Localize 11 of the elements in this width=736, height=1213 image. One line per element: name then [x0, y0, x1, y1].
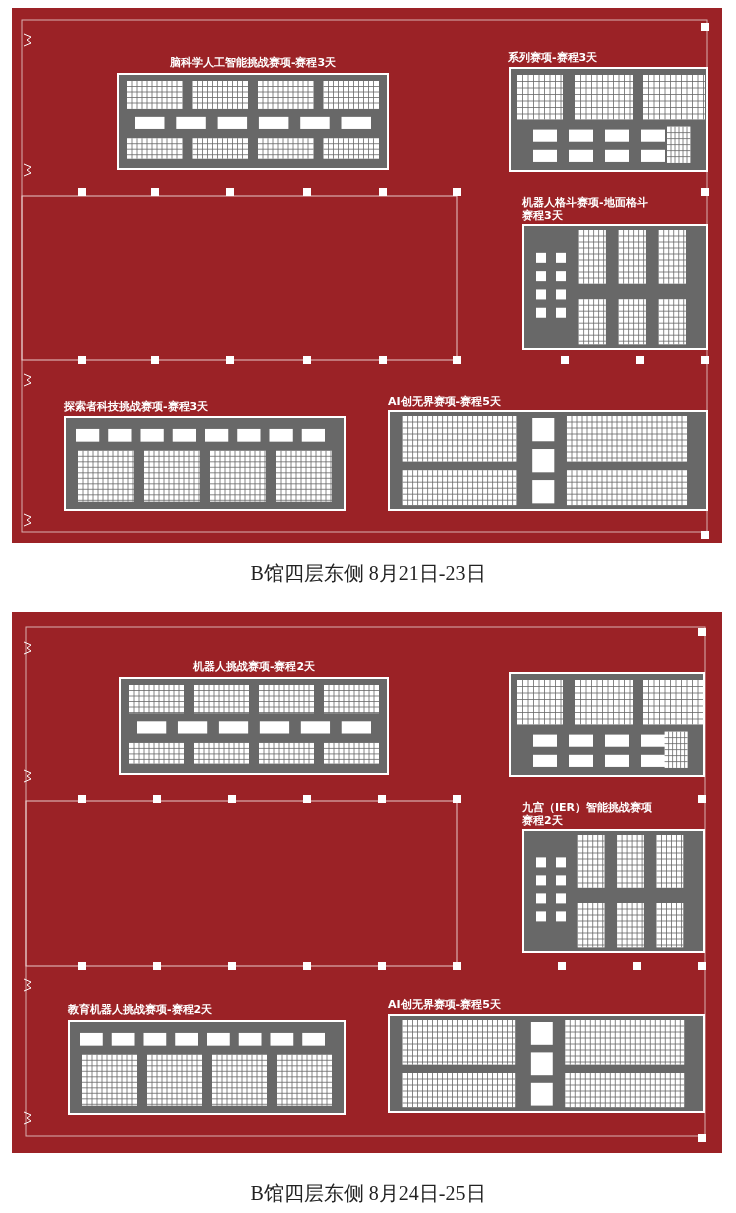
area-title: 脑科学人工智能挑战赛项-赛程3天	[168, 56, 338, 69]
area-title: AI创无界赛项-赛程5天	[388, 395, 502, 408]
area-title: 探索者科技挑战赛项-赛程3天	[64, 400, 210, 413]
area-title: 机器人格斗赛项-地面格斗赛程3天	[522, 196, 649, 222]
area-title: 教育机器人挑战赛项-赛程2天	[68, 1003, 214, 1016]
floor-caption: B馆四层东侧 8月21日-23日	[249, 561, 487, 586]
area-title: 系列赛项-赛程3天	[508, 51, 599, 64]
area-title: 九宫（IER）智能挑战赛项赛程2天	[522, 801, 654, 827]
area-title: AI创无界赛项-赛程5天	[388, 998, 502, 1011]
floor-caption: B馆四层东侧 8月24日-25日	[249, 1181, 487, 1206]
area-title: 机器人挑战赛项-赛程2天	[191, 660, 317, 673]
